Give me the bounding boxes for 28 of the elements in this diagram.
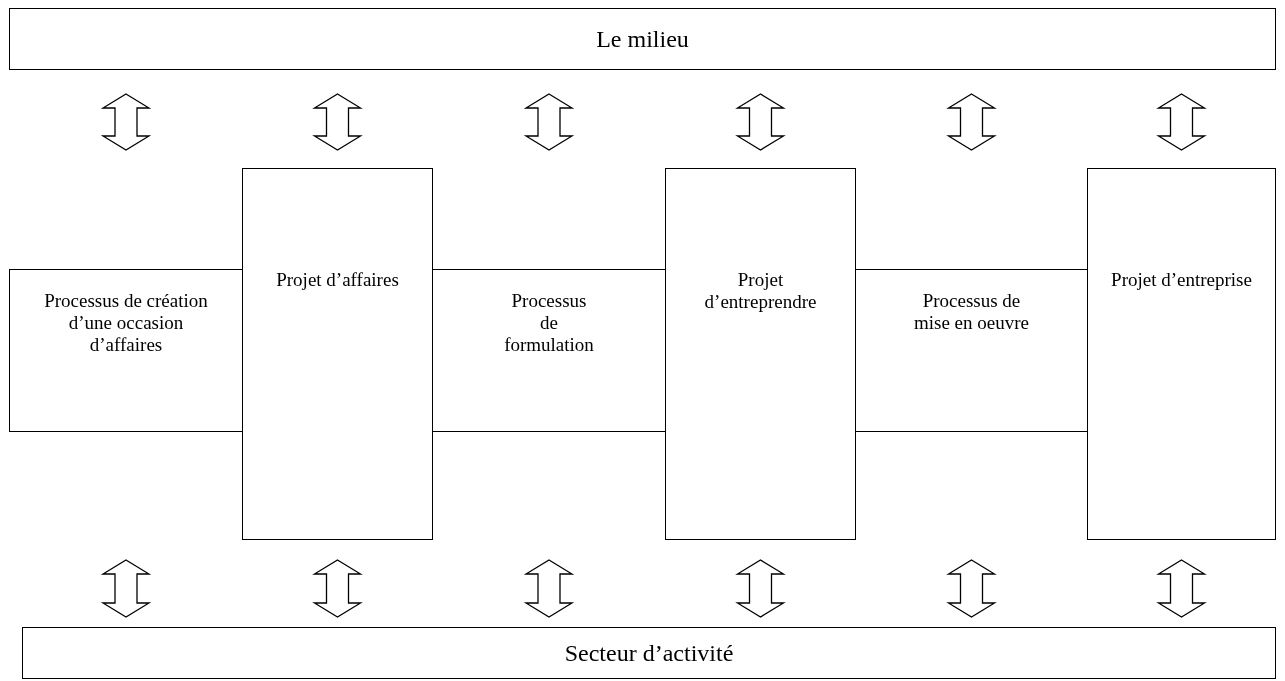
double-arrow [946, 559, 997, 618]
double-arrow [946, 93, 997, 151]
double-arrow [312, 93, 363, 151]
double-arrow [312, 559, 363, 618]
box-label: Secteur d’activité [564, 642, 734, 664]
box-label: Processus de mise en oeuvre [913, 290, 1030, 335]
box-label: Projet d’entreprise [1111, 269, 1252, 292]
box-label: Projet d’affaires [276, 269, 399, 292]
box-label: Projet d’entreprendre [703, 269, 818, 314]
process-box [432, 269, 666, 432]
box-label: Processus de création d’une occasion d’affaires [43, 290, 209, 357]
process-box [855, 269, 1088, 432]
context-band [22, 627, 1276, 679]
box-label: Le milieu [596, 28, 689, 50]
process-box [242, 168, 433, 540]
double-arrow [523, 93, 575, 151]
double-arrow [735, 559, 786, 618]
double-arrow [735, 93, 786, 151]
double-arrow [1156, 93, 1207, 151]
process-box [9, 269, 243, 432]
double-arrow [100, 93, 152, 151]
double-arrow [100, 559, 152, 618]
double-arrow [523, 559, 575, 618]
process-box [665, 168, 856, 540]
process-box [1087, 168, 1276, 540]
context-band [9, 8, 1276, 70]
double-arrow [1156, 559, 1207, 618]
box-label: Processus de formulation [503, 290, 595, 357]
